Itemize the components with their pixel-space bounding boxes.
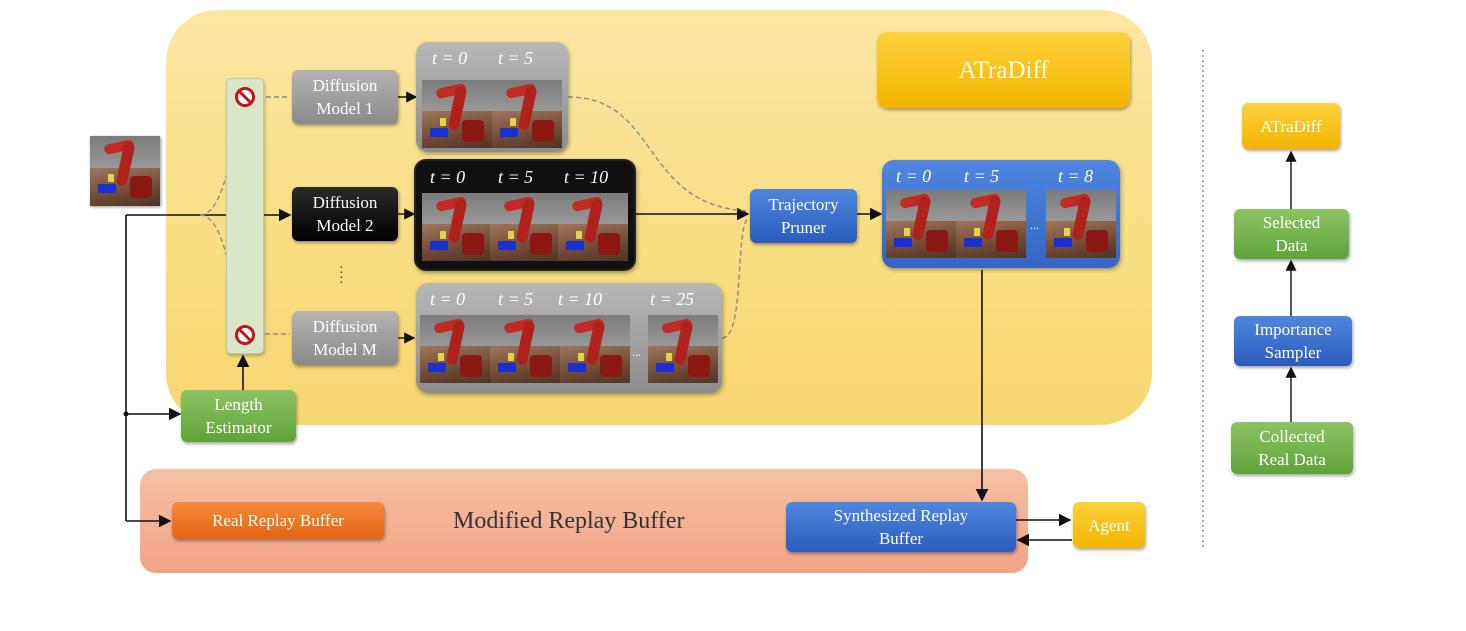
- vertical-ellipsis: ····: [339, 261, 344, 291]
- input-observation-image: [90, 136, 160, 206]
- branch-modelM: [199, 214, 290, 335]
- timestep-label: t = 0: [430, 289, 466, 309]
- timestep-label: t = 5: [498, 48, 534, 68]
- sampler-label-line1: Importance: [1254, 320, 1332, 339]
- pipeline-atradiff-label: ATraDiff: [1260, 116, 1322, 136]
- model-selector-bar: [226, 78, 264, 354]
- timestep-label: t = 0: [896, 166, 932, 186]
- modified-replay-buffer-label: Modified Replay Buffer: [453, 508, 685, 534]
- timestep-label: t = 5: [498, 289, 534, 309]
- collected-data-label-line2: Real Data: [1258, 450, 1326, 469]
- timestep-label: t = 10: [558, 289, 603, 309]
- timestep-label: t = 0: [432, 48, 468, 68]
- trajectory-panel-m: t = 0 t = 5 t = 10 t = 25 ...: [416, 283, 722, 393]
- agent: Agent: [1073, 502, 1145, 548]
- timestep-label: t = 25: [650, 289, 695, 309]
- timestep-label: t = 5: [498, 167, 534, 187]
- pruner-label-line1: Trajectory: [768, 195, 839, 214]
- length-estimator: Length Estimator: [181, 390, 296, 442]
- timestep-label: t = 5: [964, 166, 1000, 186]
- model-2-label-line1: Diffusion: [312, 193, 378, 212]
- estimator-label-line2: Estimator: [205, 418, 272, 437]
- pipeline-atradiff: ATraDiff: [1242, 103, 1340, 149]
- importance-sampler: Importance Sampler: [1234, 316, 1352, 366]
- selected-data-label-line2: Data: [1275, 236, 1308, 255]
- estimator-label-line1: Length: [214, 395, 263, 414]
- atradiff-title-text: ATraDiff: [958, 56, 1049, 84]
- diffusion-model-m: Diffusion Model M: [292, 311, 398, 365]
- model-1-label-line1: Diffusion: [312, 76, 378, 95]
- model-m-label-line1: Diffusion: [312, 317, 378, 336]
- trajectory-pruner: Trajectory Pruner: [750, 189, 857, 243]
- trajectory-frame: [1046, 190, 1116, 258]
- trajectory-frame: [490, 315, 560, 383]
- collected-data-label-line1: Collected: [1259, 427, 1325, 446]
- diffusion-model-2: Diffusion Model 2: [292, 187, 398, 241]
- diffusion-model-1: Diffusion Model 1: [292, 70, 398, 124]
- frames-ellipsis: ...: [632, 345, 641, 359]
- trajectory-frame: [420, 315, 490, 383]
- model-2-label-line2: Model 2: [316, 216, 374, 235]
- trajectory-panel-2: t = 0 t = 5 t = 10: [414, 159, 636, 271]
- trajectory-frame: [886, 190, 956, 258]
- trajectory-frame: [492, 80, 562, 148]
- trajectory-frame: [422, 193, 492, 261]
- timestep-label: t = 8: [1058, 166, 1094, 186]
- trajectory-frame: [558, 193, 628, 261]
- real-replay-buffer: Real Replay Buffer: [172, 502, 384, 539]
- blocked-icon: [235, 325, 255, 345]
- model-m-label-line2: Model M: [313, 340, 377, 359]
- trajectory-frame: [490, 193, 560, 261]
- synthesized-replay-buffer: Synthesized Replay Buffer: [786, 502, 1016, 552]
- trajectory-panel-1: t = 0 t = 5: [416, 42, 568, 152]
- sampler-label-line2: Sampler: [1264, 343, 1322, 362]
- pruned-trajectory-panel: t = 0 t = 5 t = 8 ...: [882, 160, 1120, 268]
- timestep-label: t = 0: [430, 167, 466, 187]
- synth-buffer-label-line2: Buffer: [878, 529, 924, 548]
- trajectory-frame: [956, 190, 1026, 258]
- trajectory-frame: [648, 315, 718, 383]
- blocked-icon: [235, 87, 255, 107]
- agent-label: Agent: [1088, 515, 1130, 535]
- selected-data-label-line1: Selected: [1262, 213, 1321, 232]
- frames-ellipsis: ...: [1030, 218, 1039, 232]
- collected-real-data: Collected Real Data: [1231, 422, 1353, 474]
- model-1-label-line2: Model 1: [316, 99, 374, 118]
- pruner-label-line2: Pruner: [780, 218, 827, 237]
- timestep-label: t = 10: [564, 167, 609, 187]
- real-replay-buffer-label: Real Replay Buffer: [212, 511, 344, 530]
- selected-data: Selected Data: [1234, 209, 1349, 259]
- trajectory-frame: [422, 80, 492, 148]
- atradiff-title: ATraDiff: [877, 32, 1130, 108]
- synth-buffer-label-line1: Synthesized Replay: [833, 506, 969, 525]
- trajectory-frame: [560, 315, 630, 383]
